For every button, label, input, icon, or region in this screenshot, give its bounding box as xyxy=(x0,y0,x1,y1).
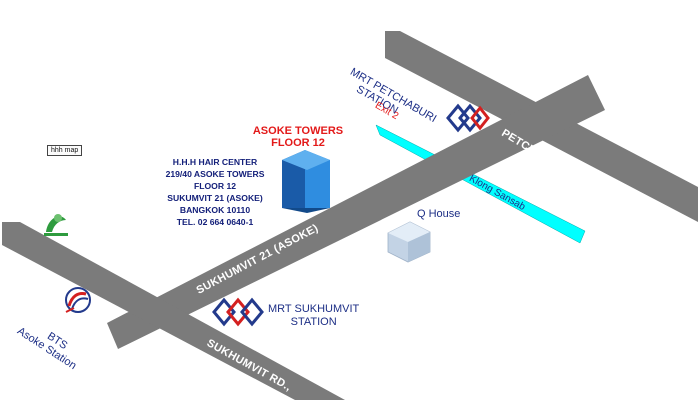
address-line: FLOOR 12 xyxy=(193,181,237,191)
mrt-sukhumvit-logo-icon xyxy=(212,297,264,327)
address-block: H.H.H HAIR CENTER 219/40 ASOKE TOWERS FL… xyxy=(155,156,275,228)
building-title-line1: ASOKE TOWERS xyxy=(252,125,344,137)
address-line: BANGKOK 10110 xyxy=(179,205,251,215)
building-title-line2: FLOOR 12 xyxy=(271,137,325,149)
q-house-building-icon xyxy=(387,221,431,263)
address-line: H.H.H HAIR CENTER xyxy=(172,157,258,167)
mrt-sukhumvit-label: MRT SUKHUMVIT STATION xyxy=(268,303,359,329)
asoke-towers-building-icon xyxy=(282,150,330,213)
mrt-petchaburi-logo-icon xyxy=(446,103,490,133)
address-line: SUKUMVIT 21 (ASOKE) xyxy=(167,193,263,203)
address-line: 219/40 ASOKE TOWERS xyxy=(165,169,265,179)
klong-sansab-canal xyxy=(375,124,586,244)
sukhumvit-21-road xyxy=(107,75,605,349)
map-tag: hhh map xyxy=(47,145,83,156)
q-house-label: Q House xyxy=(417,208,461,220)
sukhumvit-road xyxy=(2,222,345,400)
bts-logo-icon xyxy=(65,287,91,313)
mrt-sukhumvit-line2: STATION xyxy=(290,316,337,328)
green-logo-icon xyxy=(44,212,68,236)
address-line: TEL. 02 664 0640-1 xyxy=(176,217,254,227)
building-title: ASOKE TOWERS FLOOR 12 xyxy=(245,125,351,149)
mrt-sukhumvit-line1: MRT SUKHUMVIT xyxy=(268,303,360,315)
